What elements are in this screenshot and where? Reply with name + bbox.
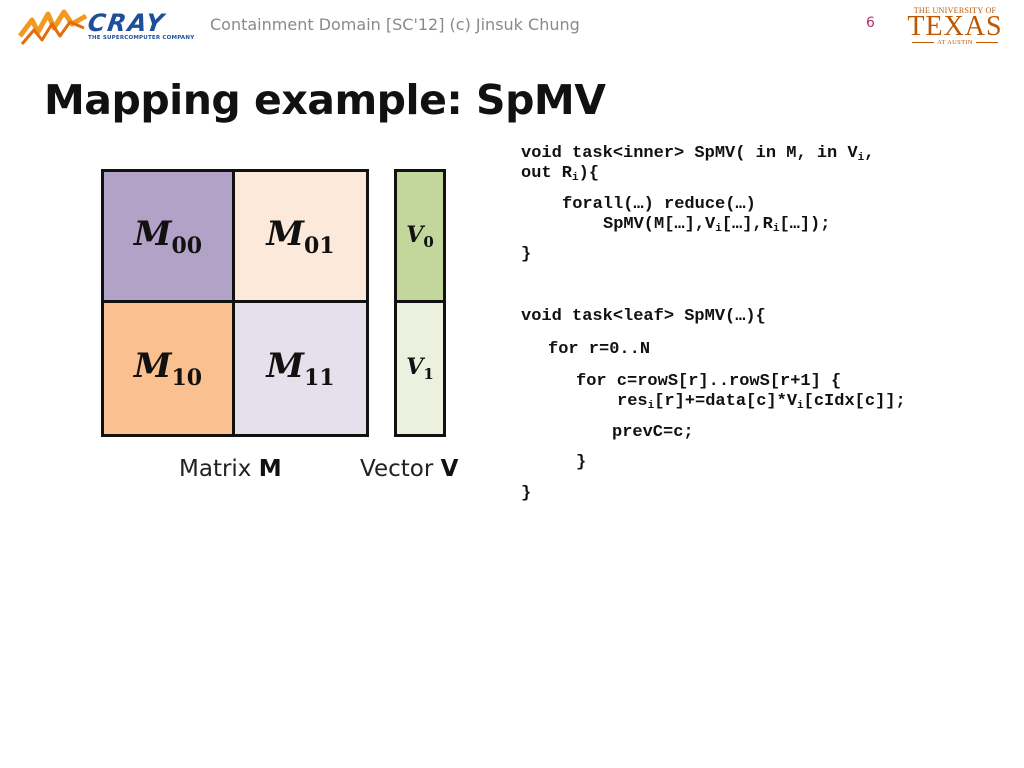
vector-block-label: V1 bbox=[406, 354, 434, 383]
matrix-block-label: M10 bbox=[133, 346, 203, 391]
matrix-block-label: M11 bbox=[266, 346, 335, 391]
code-for-c-line: for c=rowS[r]..rowS[r+1] { bbox=[576, 372, 842, 391]
matrix-m: M00 M01 M10 M11 bbox=[101, 169, 369, 437]
vector-block-v1: V1 bbox=[397, 303, 443, 434]
ut-logo-rule-left bbox=[912, 42, 935, 43]
ut-logo-line2: TEXAS bbox=[907, 11, 1003, 42]
code-forall-line: forall(…) reduce(…) bbox=[562, 195, 756, 214]
code-spmv-call-line: SpMV(M[…],Vi[…],Ri[…]); bbox=[603, 215, 831, 235]
matrix-block-m00: M00 bbox=[104, 172, 235, 303]
header-text: Containment Domain [SC'12] (c) Jinsuk Ch… bbox=[210, 15, 580, 34]
code-inner-signature-line1: void task<inner> SpMV( in M, in Vi, bbox=[521, 144, 875, 164]
code-leaf-close-brace: } bbox=[521, 484, 532, 503]
matrix-block-m01: M01 bbox=[235, 172, 366, 303]
ut-logo-rule-right bbox=[975, 42, 998, 43]
ut-logo-line3-text: AT AUSTIN bbox=[937, 39, 973, 46]
ut-austin-logo: THE UNIVERSITY OF TEXAS AT AUSTIN bbox=[905, 6, 1005, 50]
cray-wordmark: CRAY bbox=[86, 9, 168, 37]
cray-tagline: THE SUPERCOMPUTER COMPANY bbox=[88, 35, 195, 41]
cray-logo: CRAY THE SUPERCOMPUTER COMPANY bbox=[18, 6, 208, 48]
code-for-c-close-brace: } bbox=[576, 453, 587, 472]
matrix-caption: Matrix M bbox=[179, 456, 282, 482]
matrix-block-m11: M11 bbox=[235, 303, 366, 434]
vector-block-v0: V0 bbox=[397, 172, 443, 303]
code-prevc-line: prevC=c; bbox=[612, 423, 694, 442]
vector-v: V0 V1 bbox=[394, 169, 446, 437]
code-res-update-line: resi[r]+=data[c]*Vi[cIdx[c]]; bbox=[617, 392, 906, 412]
matrix-block-label: M00 bbox=[133, 213, 203, 259]
cray-swoosh-icon bbox=[18, 9, 88, 45]
page-number: 6 bbox=[866, 15, 875, 31]
slide-title: Mapping example: SpMV bbox=[44, 76, 606, 124]
vector-block-label: V0 bbox=[406, 221, 434, 251]
vector-caption: Vector V bbox=[360, 456, 459, 482]
matrix-block-label: M01 bbox=[266, 213, 335, 259]
ut-logo-line1: THE UNIVERSITY OF bbox=[913, 6, 997, 15]
ut-logo-line3: AT AUSTIN bbox=[905, 39, 1005, 46]
code-leaf-signature: void task<leaf> SpMV(…){ bbox=[521, 307, 766, 326]
code-for-r-line: for r=0..N bbox=[548, 340, 651, 359]
code-inner-signature-line2: out Ri){ bbox=[521, 164, 600, 184]
matrix-block-m10: M10 bbox=[104, 303, 235, 434]
code-inner-close-brace: } bbox=[521, 245, 532, 264]
